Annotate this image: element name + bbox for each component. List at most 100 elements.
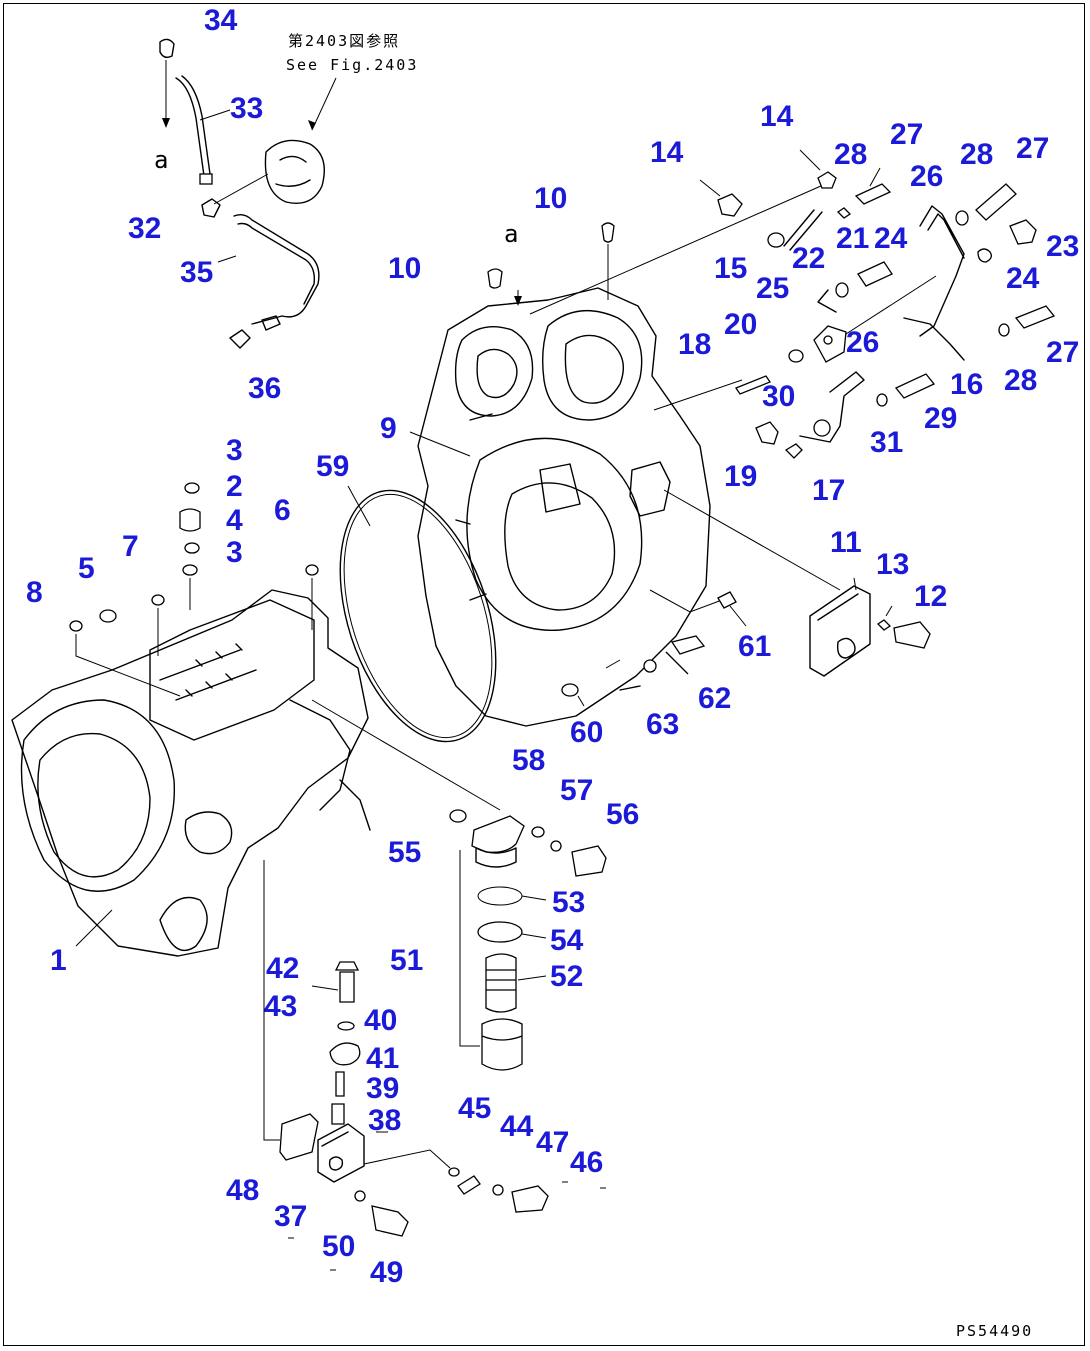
part-21-bolt [857, 261, 893, 287]
transmission-housing-part-1 [11, 589, 371, 957]
arrowhead-a-upper [162, 118, 170, 128]
part-23-plug [1009, 219, 1037, 245]
case-bore-left [454, 326, 534, 417]
callout-60: 60 [570, 716, 603, 749]
callout-34: 34 [204, 4, 238, 37]
case-main-bore-inner [504, 482, 616, 611]
part-36-connector [229, 315, 281, 349]
callout-26-b: 26 [846, 326, 879, 359]
drawing-frame [3, 3, 1085, 1346]
part-60-oring [561, 683, 579, 697]
leader-case-18 [653, 379, 743, 411]
leader-case-11 [663, 489, 841, 591]
callout-2: 2 [226, 470, 243, 503]
reference-leader [311, 77, 337, 131]
reference-note-en: See Fig.2403 [286, 56, 418, 74]
callout-24-b: 24 [1006, 262, 1040, 295]
right-parts-cluster [699, 149, 1056, 459]
part-32-fitting [201, 198, 221, 218]
part-59-gasket [339, 489, 497, 743]
part-38-spool [331, 1103, 345, 1125]
part-27-bolt-a [854, 183, 892, 205]
callout-55: 55 [388, 836, 421, 869]
part-48-gasket [279, 1113, 319, 1161]
leader-8 [75, 634, 181, 697]
part-14-b [817, 171, 837, 189]
part-18-pin [735, 375, 771, 395]
callout-3-a: 3 [226, 434, 243, 467]
callout-16: 16 [950, 368, 983, 401]
housing-valve-top [149, 599, 315, 741]
dash-marks [288, 1131, 606, 1271]
leader-9 [409, 431, 471, 457]
part-2-plug [179, 508, 201, 532]
part-37-valve-body [317, 1123, 365, 1183]
callout-5: 5 [78, 552, 95, 585]
callout-57: 57 [560, 774, 593, 807]
callout-54: 54 [550, 924, 584, 957]
housing-valve-details [159, 643, 257, 701]
leader-housing-48 [263, 860, 280, 1141]
part-34-sensor [159, 38, 175, 59]
callout-12: 12 [914, 580, 947, 613]
callout-63: 63 [646, 708, 679, 741]
callout-56: 56 [606, 798, 639, 831]
leader-14b [799, 149, 821, 171]
callout-45: 45 [458, 1092, 491, 1125]
part-8-oring [69, 620, 83, 632]
callout-46: 46 [570, 1146, 603, 1179]
callout-33: 33 [230, 92, 263, 125]
part-11-plate [809, 585, 871, 677]
leader-13 [885, 605, 893, 617]
callout-59: 59 [316, 450, 349, 483]
case-bore-left-inner [476, 348, 518, 399]
part-53-oring [477, 886, 523, 906]
callout-19: 19 [724, 460, 757, 493]
callout-27-a: 27 [890, 118, 923, 151]
part-50-washer [354, 1190, 366, 1202]
callout-labels: 34 33 a 32 35 36 10 10 a 14 14 28 27 28 … [26, 4, 1079, 1289]
part-61-pin [717, 591, 737, 609]
callout-13: 13 [876, 548, 909, 581]
part-19-switch [755, 421, 779, 445]
leader-26-block [845, 275, 937, 335]
view-marker-a-upper: a [154, 146, 170, 174]
leader-51 [459, 850, 480, 1047]
part-20-oring [788, 349, 804, 363]
part-15-washer [767, 232, 785, 248]
housing-foot [159, 896, 208, 952]
housing-bell-opening [20, 699, 176, 892]
callout-26-a: 26 [910, 160, 943, 193]
part-41-cover [329, 1042, 361, 1066]
part-22-bracket [783, 209, 823, 251]
case-port [629, 461, 671, 517]
callout-7: 7 [122, 530, 139, 563]
part-63-washer [643, 659, 657, 673]
callout-1: 1 [50, 944, 67, 977]
callout-27-b: 27 [1016, 132, 1049, 165]
leader-case-61 [649, 589, 723, 613]
callout-43: 43 [264, 990, 297, 1023]
part-26-hole [823, 335, 833, 345]
part-13-washer [876, 619, 892, 631]
callout-28-c: 28 [1004, 364, 1037, 397]
part-35-pipe [233, 213, 320, 325]
callout-22: 22 [792, 242, 825, 275]
part-28-washer-a [836, 207, 852, 219]
housing-outline [11, 589, 369, 957]
part-59-gasket-inner [343, 493, 493, 739]
housing-bell-inner [37, 732, 151, 878]
part-33-tube [175, 75, 211, 177]
leader-37-45 [363, 1149, 451, 1169]
part-10-plug-b [601, 222, 615, 243]
part-31-washer [876, 393, 888, 407]
part-29-bolt [894, 373, 936, 399]
part-46-bolt [511, 1185, 549, 1213]
case-bore-right [541, 309, 643, 421]
callout-6: 6 [274, 494, 291, 527]
part-58-head [471, 815, 525, 853]
drawing-code: PS54490 [956, 1322, 1033, 1340]
part-3-oring-a [184, 482, 200, 494]
callout-10-b: 10 [388, 252, 421, 285]
leader-35 [217, 255, 237, 263]
